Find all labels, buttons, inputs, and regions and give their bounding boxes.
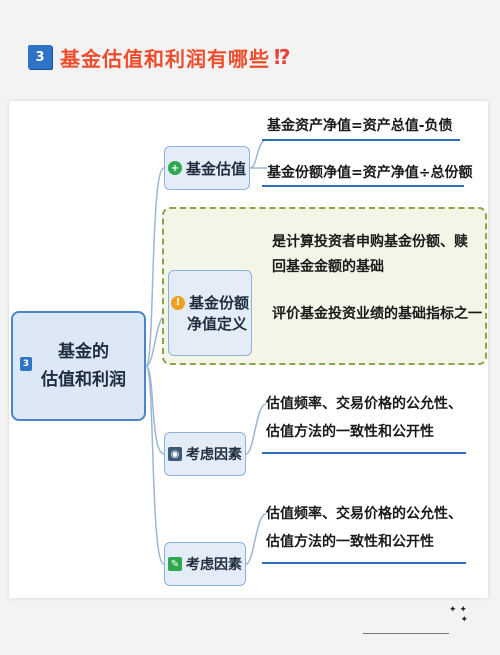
speech-bubble-icon: ◉ bbox=[168, 447, 182, 461]
leaf-considerations-2: 估值频率、交易价格的公允性、估值方法的一致性和公开性 bbox=[266, 506, 462, 550]
root-number-badge: 3 bbox=[20, 357, 32, 371]
root-node[interactable]: 基金的 估值和利润 bbox=[11, 311, 146, 421]
page-title: 基金估值和利润有哪些 bbox=[60, 46, 270, 71]
branch-label-line1: 基金份额 bbox=[188, 294, 249, 312]
pencil-icon: ✎ bbox=[168, 557, 182, 571]
decorative-line bbox=[363, 633, 449, 634]
branch-label: 考虑因素 bbox=[186, 447, 242, 463]
leaf-nav-per-share: 基金份额净值=资产净值÷总份额 bbox=[267, 165, 473, 181]
leaf-performance-indicator: 评价基金投资业绩的基础指标之一 bbox=[272, 306, 482, 322]
root-node-label: 基金的 估值和利润 bbox=[41, 342, 126, 390]
header: 3 基金估值和利润有哪些 ⁉ bbox=[28, 44, 291, 71]
branch-label-line2: 净值定义 bbox=[186, 315, 247, 333]
branch-nav-definition[interactable]: ! 基金份额 净值定义 bbox=[168, 270, 252, 356]
branch-label: 基金估值 bbox=[185, 159, 246, 178]
exclamation-question-icon: ⁉ bbox=[274, 45, 291, 69]
warning-circle-icon: ! bbox=[170, 295, 185, 310]
plus-circle-icon: + bbox=[167, 161, 182, 175]
branch-fund-valuation[interactable]: + 基金估值 bbox=[164, 146, 250, 190]
branch-label: 考虑因素 bbox=[186, 557, 242, 573]
decorative-stars: ✦ ✦ ✦ bbox=[449, 605, 468, 625]
branch-considerations-2[interactable]: ✎ 考虑因素 bbox=[164, 542, 246, 586]
leaf-nav-basis: 是计算投资者申购基金份额、赎回基金金额的基础 bbox=[272, 234, 468, 275]
leaf-considerations-1: 估值频率、交易价格的公允性、估值方法的一致性和公开性 bbox=[266, 396, 462, 440]
section-number-badge: 3 bbox=[28, 45, 52, 69]
branch-considerations-1[interactable]: ◉ 考虑因素 bbox=[164, 432, 246, 476]
leaf-net-asset-value: 基金资产净值=资产总值-负债 bbox=[267, 118, 453, 134]
